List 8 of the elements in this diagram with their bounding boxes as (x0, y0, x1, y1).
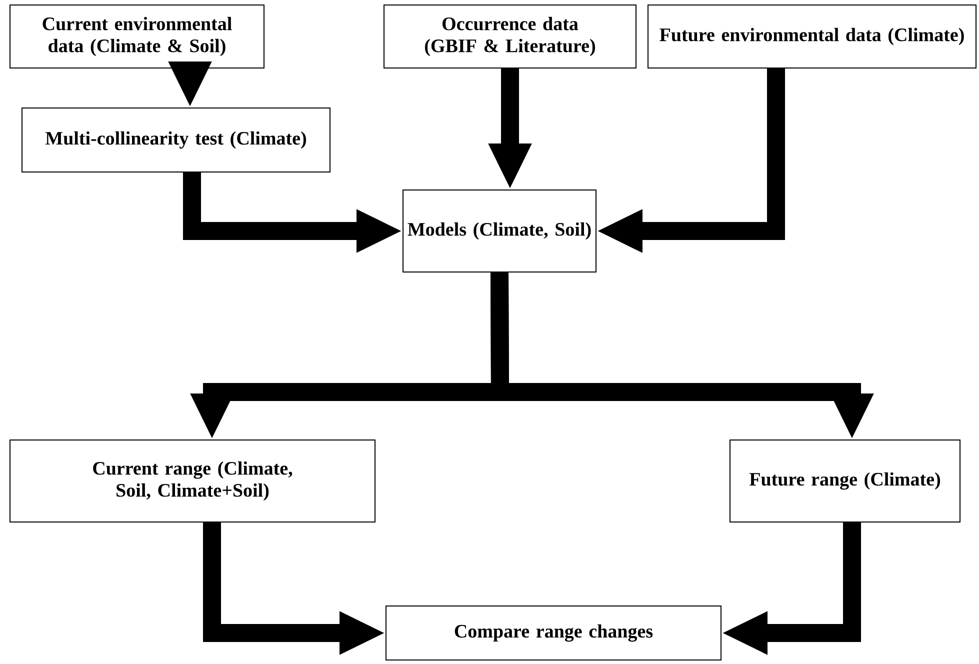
process-box: Multi-collinearity test (Climate) (22, 108, 330, 172)
process-box: Future range (Climate) (730, 440, 961, 522)
process-box: Models (Climate, Soil) (402, 190, 596, 272)
process-box: Compare range changes (386, 606, 722, 660)
process-box: Current range (Climate, Soil, Climate+Soil) (10, 440, 376, 522)
process-box: Current environmental data (Climate & Soil) (10, 4, 264, 68)
process-box: Future environmental data (Climate) (648, 4, 977, 68)
process-box: Occurrence data (GBIF & Literature) (384, 4, 636, 68)
